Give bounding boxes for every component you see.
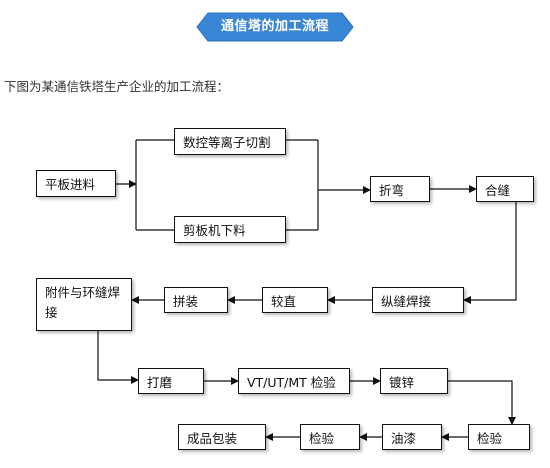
connector-seam-to-welding — [463, 202, 517, 304]
flow-node-painting: 油漆 — [382, 424, 442, 450]
flow-node-accessory-girth-welding: 附件与环缝焊接 — [36, 278, 132, 331]
section-banner: 通信塔的加工流程 — [196, 12, 354, 42]
flow-node-finished-product-packaging: 成品包装 — [178, 424, 266, 450]
flow-node-seam-closing: 合缝 — [476, 176, 534, 202]
connector-accessory-to-grinding — [97, 331, 139, 384]
connector-galvanizing-to-inspection — [448, 380, 516, 425]
flow-node-vt-ut-mt-inspection: VT/UT/MT 检验 — [238, 368, 350, 394]
flow-node-bending: 折弯 — [370, 176, 430, 202]
flow-node-shearing-blanking: 剪板机下料 — [174, 216, 286, 243]
intro-text: 下图为某通信铁塔生产企业的加工流程： — [4, 79, 230, 94]
banner-background — [196, 12, 354, 42]
flow-node-galvanizing: 镀锌 — [380, 368, 448, 394]
flow-node-cnc-plasma-cutting: 数控等离子切割 — [174, 128, 286, 155]
flow-node-inspection-after-galvanizing: 检验 — [468, 424, 530, 450]
flow-node-inspection-after-painting: 检验 — [300, 424, 360, 450]
flow-node-straightening: 较直 — [262, 287, 328, 313]
banner-title: 通信塔的加工流程 — [220, 19, 329, 34]
flow-node-plate-feeding: 平板进料 — [36, 170, 116, 197]
flow-node-longitudinal-welding: 纵缝焊接 — [372, 287, 464, 313]
flow-node-grinding: 打磨 — [138, 368, 204, 394]
flow-node-assembly: 拼装 — [164, 287, 228, 313]
